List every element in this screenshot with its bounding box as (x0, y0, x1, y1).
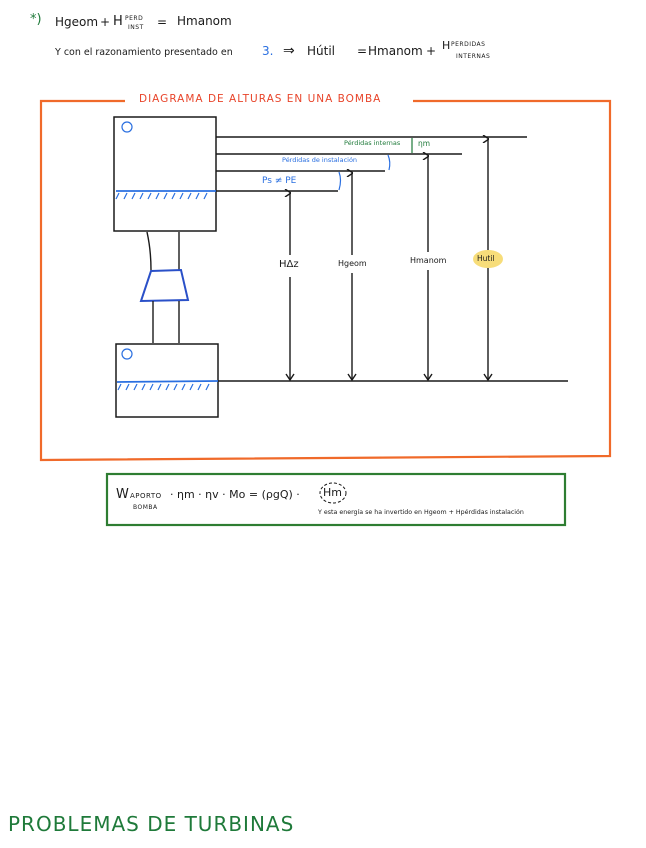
lower-water-hatch (117, 383, 210, 391)
pipe-and-pump (139, 231, 190, 343)
tank-s-marker-icon (121, 121, 133, 133)
eq2-h: H (442, 39, 451, 52)
eq1-equals: = (157, 15, 168, 29)
eq1-plus: + (100, 15, 111, 29)
height-arrows (286, 139, 493, 382)
bracket-pressure (338, 171, 342, 191)
eq1-perd: PERD (125, 15, 144, 22)
label-h-util: Hutil (477, 254, 495, 263)
formula-w: W (116, 487, 129, 502)
reference-lines (216, 136, 568, 382)
label-h-dz: HΔz (279, 259, 299, 270)
pump-icon (139, 268, 190, 303)
label-pressure-diff: Ps ≠ PE (262, 176, 297, 186)
hm-dashed-circle (319, 482, 347, 504)
diagram-title: DIAGRAMA DE ALTURAS EN UNA BOMBA (135, 93, 386, 105)
eq2-implies: ⇒ (283, 43, 295, 59)
eq2-ref: 3. (262, 44, 274, 58)
formula-w-aporto: APORTO (130, 492, 162, 500)
hutil-highlight (473, 250, 503, 268)
label-h-manom: Hmanom (410, 256, 447, 265)
formula-note: Y esta energía se ha invertido en Hgeom … (318, 509, 524, 516)
section-title: PROBLEMAS DE TURBINAS (8, 812, 295, 836)
eq1-h: H (113, 14, 123, 29)
lower-tank (115, 343, 219, 418)
label-eta-m: ηm (418, 139, 431, 148)
eq1-hmanom: Hmanom (177, 14, 232, 28)
formula-rest: · ηm · ηv · Mo = (ρgQ) · (170, 488, 300, 501)
upper-water-hatch (115, 192, 208, 200)
eq2-internas: INTERNAS (456, 53, 491, 60)
bullet-marker: *) (30, 12, 42, 27)
eq2-hmanom: Hmanom (368, 44, 423, 58)
label-h-geom: Hgeom (338, 259, 367, 268)
eq2-hutil: Hútil (307, 44, 336, 58)
formula-w-bomba: BOMBA (133, 504, 158, 511)
eq2-equals: = (357, 44, 368, 58)
eq1-hgeom: Hgeom (55, 15, 99, 29)
eq2-prefix: Y con el razonamiento presentado en (55, 47, 233, 58)
label-perdidas-internas: Pérdidas internas (344, 139, 401, 147)
formula-box (105, 472, 567, 527)
eq2-plus: + (426, 44, 437, 58)
lower-water-level (116, 380, 219, 383)
eq1-inst: INST (128, 24, 144, 31)
label-perdidas-instalacion: Pérdidas de instalación (282, 156, 358, 164)
bracket-perdidas-instalacion (387, 154, 391, 171)
eq2-perdidas: PERDIDAS (451, 41, 486, 48)
diagram-frame (39, 99, 612, 462)
tank-e-marker-icon (121, 348, 133, 360)
formula-hm: Hm (323, 486, 342, 499)
upper-tank (113, 116, 217, 232)
